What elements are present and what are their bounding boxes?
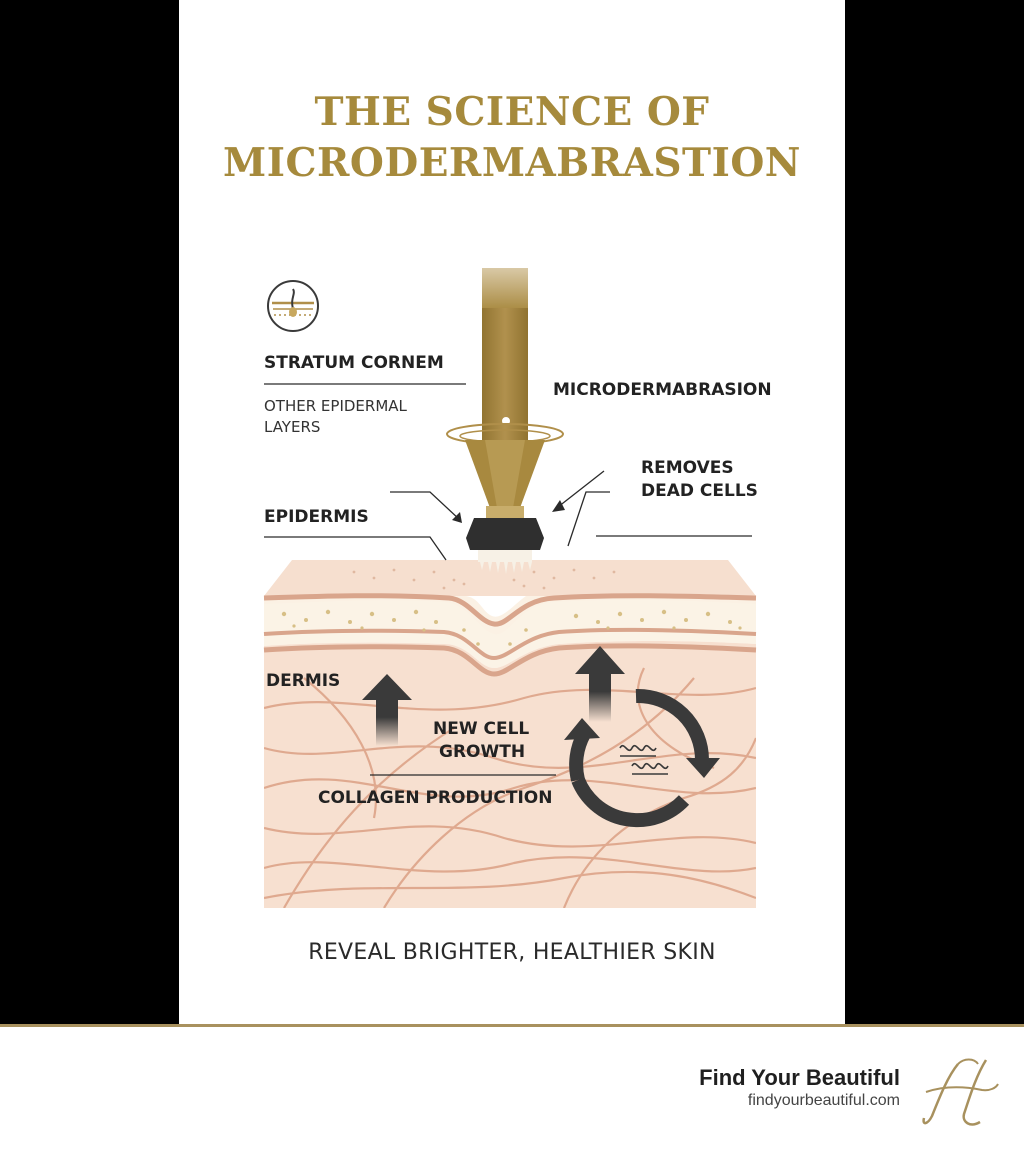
tagline: REVEAL BRIGHTER, HEALTHIER SKIN: [308, 940, 716, 965]
label-microdermabrasion: MICRODERMABRASION: [553, 380, 772, 400]
title-line-2: MICRODERMABRASTION: [223, 140, 801, 186]
collagen-coil-icon: [619, 744, 669, 775]
up-arrow-icon: [362, 674, 412, 746]
label-removes-2: DEAD CELLS: [641, 481, 758, 501]
hair-follicle-icon: [267, 280, 319, 332]
label-new-cell-2: GROWTH: [439, 742, 526, 762]
brand-url[interactable]: findyourbeautiful.com: [747, 1092, 900, 1109]
label-new-cell-1: NEW CELL: [433, 719, 530, 739]
label-epidermis: EPIDERMIS: [264, 507, 369, 527]
brand-logo: [922, 1058, 999, 1126]
label-stratum-corneum: STRATUM CORNEM: [264, 353, 444, 373]
label-other-layers-1: OTHER EPIDERMAL: [264, 397, 407, 415]
cycle-arrows-icon: [564, 688, 720, 828]
title-line-1: THE SCIENCE OF: [314, 89, 710, 135]
gold-divider: [0, 1024, 1024, 1027]
up-arrow-icon: [575, 646, 625, 722]
brand-name[interactable]: Find Your Beautiful: [699, 1065, 900, 1090]
label-collagen-production: COLLAGEN PRODUCTION: [318, 788, 553, 808]
label-removes-1: REMOVES: [641, 458, 734, 478]
microdermabrasion-wand: [446, 268, 564, 574]
label-other-layers-2: LAYERS: [264, 418, 321, 436]
label-dermis: DERMIS: [266, 671, 341, 691]
